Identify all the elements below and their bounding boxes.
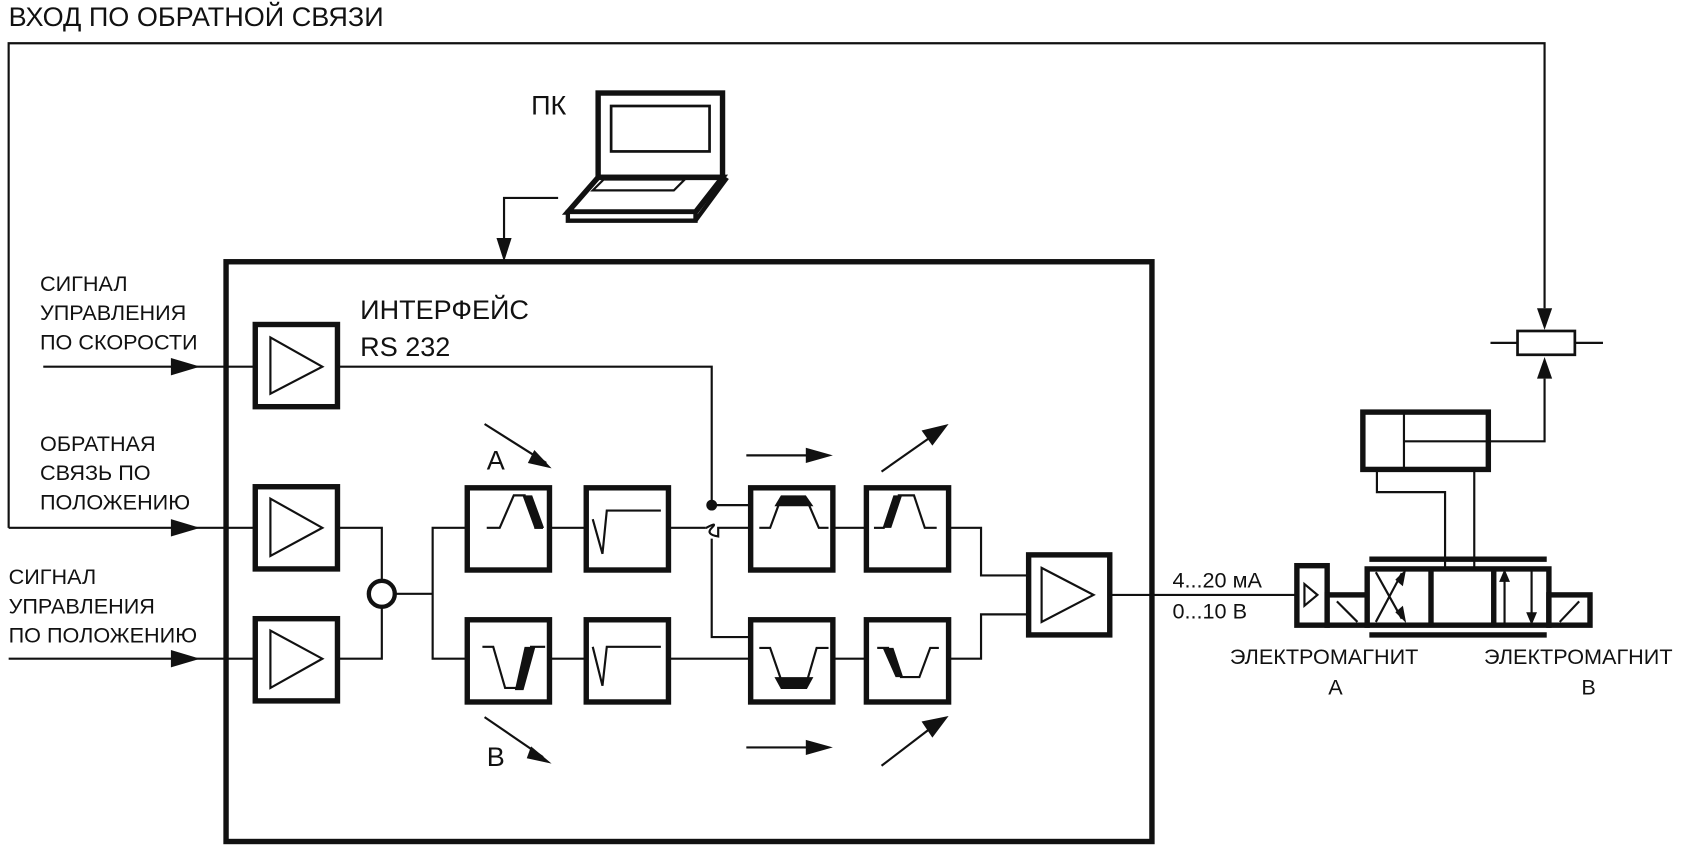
svg-text:УПРАВЛЕНИЯ: УПРАВЛЕНИЯ (9, 593, 155, 618)
feedback-loop-line (7, 42, 1553, 528)
feedback-input-line (8, 519, 256, 537)
hydraulic-cylinder (1360, 356, 1553, 569)
svg-text:ПО СКОРОСТИ: ПО СКОРОСТИ (40, 329, 198, 354)
solenoid-b-letter: B (1581, 674, 1595, 699)
speed-amplifier (252, 321, 341, 410)
position-signal-input-line (8, 650, 256, 668)
characteristic-block-a (583, 485, 672, 573)
output-voltage-label: 0...10 В (1172, 599, 1247, 624)
interface-label: ИНТЕРФЕЙС (360, 294, 529, 325)
pc-laptop-icon (561, 90, 729, 223)
solenoid-a-letter: A (1328, 674, 1343, 699)
speed-limit-block-a (747, 485, 836, 573)
channel-a-indicator (483, 423, 552, 469)
speed-signal-path (337, 365, 713, 506)
rs232-link (496, 196, 559, 262)
svg-text:ПО ПОЛОЖЕНИЮ: ПО ПОЛОЖЕНИЮ (9, 622, 197, 647)
svg-text:СВЯЗЬ ПО: СВЯЗЬ ПО (40, 460, 151, 485)
pc-label: ПК (531, 91, 566, 121)
ramp-up-block-a (863, 485, 952, 573)
speed-limit-block-b (747, 617, 836, 705)
accel-arrow-lower (880, 716, 949, 767)
svg-text:СИГНАЛ: СИГНАЛ (40, 271, 128, 296)
solenoid-a-label: ЭЛЕКТРОМАГНИТ (1230, 644, 1419, 669)
output-current-label: 4...20 мА (1172, 567, 1262, 592)
svg-text:СИГНАЛ: СИГНАЛ (9, 564, 97, 589)
position-sensor (1490, 329, 1603, 357)
output-amplifier (1025, 552, 1113, 638)
characteristic-block-b (583, 617, 672, 705)
speed-signal-label: СИГНАЛ УПРАВЛЕНИЯ ПО СКОРОСТИ (40, 271, 198, 354)
channel-a-label: A (487, 445, 505, 475)
accel-arrow-upper (880, 424, 949, 473)
solenoid-b-label: ЭЛЕКТРОМАГНИТ (1484, 644, 1673, 669)
position-signal-label: СИГНАЛ УПРАВЛЕНИЯ ПО ПОЛОЖЕНИЮ (9, 564, 197, 647)
channel-b-indicator (483, 716, 552, 764)
ramp-block-a (464, 485, 553, 573)
interface-label-line2: RS 232 (360, 332, 450, 362)
direction-arrow-lower (746, 739, 833, 755)
ramp-up-block-b (863, 617, 952, 705)
svg-text:ПОЛОЖЕНИЮ: ПОЛОЖЕНИЮ (40, 489, 190, 514)
controller-box (223, 259, 1155, 845)
position-feedback-label: ОБРАТНАЯ СВЯЗЬ ПО ПОЛОЖЕНИЮ (40, 431, 190, 514)
speed-signal-input-line (43, 358, 256, 376)
proportional-valve (1294, 556, 1593, 638)
ramp-block-b (464, 617, 553, 705)
svg-text:УПРАВЛЕНИЯ: УПРАВЛЕНИЯ (40, 300, 186, 325)
summing-junction (337, 526, 468, 660)
svg-text:ОБРАТНАЯ: ОБРАТНАЯ (40, 431, 156, 456)
feedback-input-title: ВХОД ПО ОБРАТНОЙ СВЯЗИ (9, 1, 384, 32)
position-amplifier (252, 615, 341, 704)
direction-arrow-upper (746, 447, 833, 463)
channel-b-label: B (487, 742, 505, 772)
line-crossing (705, 523, 751, 538)
feedback-amplifier (252, 484, 341, 572)
